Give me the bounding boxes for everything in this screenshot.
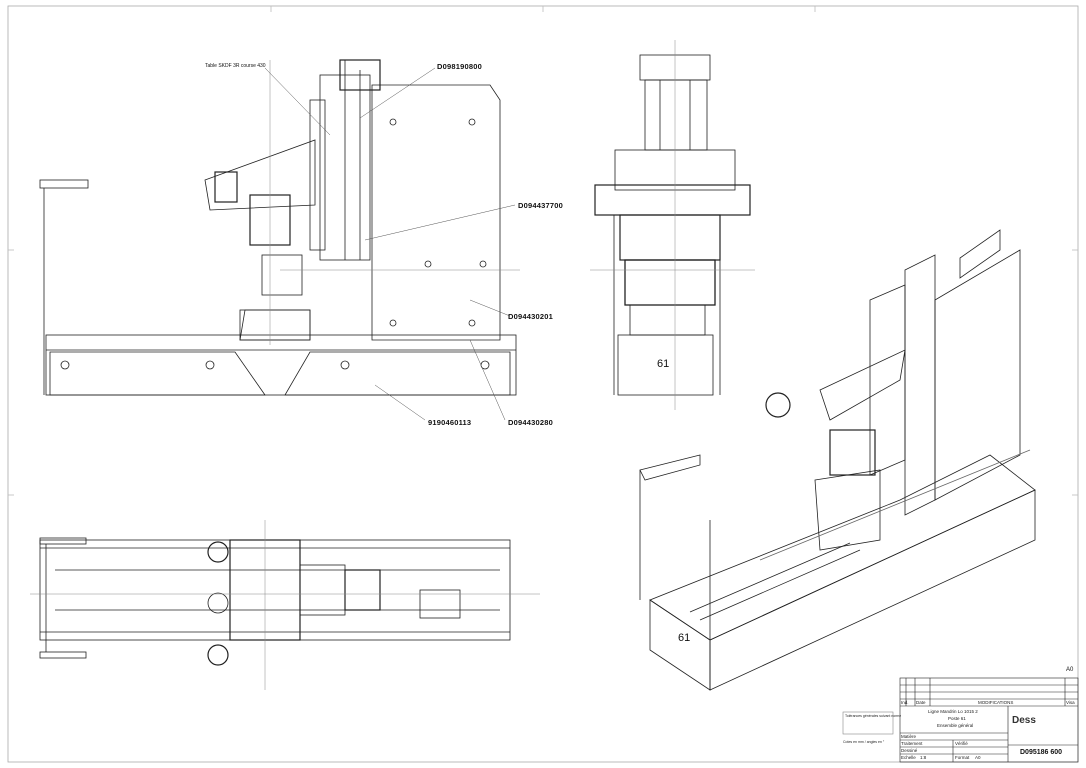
- bin-label-iso: 61: [678, 632, 691, 644]
- bin-label-front: 61: [657, 358, 670, 370]
- callout-part-4: D094430280: [508, 418, 553, 427]
- sheet-size: A0: [1066, 667, 1074, 673]
- units-note: Cotes en mm / angles en °: [843, 740, 885, 744]
- company-logo: Dess: [1012, 715, 1036, 726]
- frame-ticks: [8, 6, 1078, 496]
- tb-col-date: Date: [916, 700, 926, 705]
- top-view: [30, 520, 540, 690]
- tb-field-0: Matière: [901, 734, 917, 739]
- callout-part-3: D094430201: [508, 312, 553, 321]
- tb-col-modif: MODIFICATIONS: [978, 700, 1014, 705]
- tb-line2: Poste 61: [948, 716, 966, 721]
- sheet-border: [7, 5, 1079, 763]
- tb-line1: Ligne Mandrin Lo 1015 2: [928, 709, 978, 714]
- tb-col-visa: Visa: [1066, 700, 1075, 705]
- front-view: [39, 59, 520, 396]
- tb-field-5: 1:8: [920, 755, 927, 760]
- tb-field-2: Dessiné: [901, 748, 918, 753]
- callout-part-5: 9190460113: [428, 418, 472, 427]
- callout-part-1: D098190800: [437, 62, 482, 71]
- side-view: [590, 40, 755, 410]
- isometric-view: [639, 229, 1036, 691]
- tb-field-6: Format: [955, 755, 970, 760]
- tb-field-3: Vérifié: [955, 741, 968, 746]
- tolerance-note: Tolérances générales suivant norme: [845, 714, 902, 718]
- tb-line3: Ensemble général: [937, 723, 974, 728]
- drawing-number: D095186 600: [1020, 749, 1063, 756]
- tb-field-1: Traitement: [901, 741, 923, 746]
- tb-field-7: A0: [975, 755, 981, 760]
- callout-part-2: D094437700: [518, 201, 563, 210]
- title-block: [842, 677, 1079, 763]
- leader-lines: [264, 67, 516, 421]
- callout-table: Table SKDF 3R course 430: [205, 63, 266, 69]
- tb-field-4: Echelle: [901, 755, 916, 760]
- tb-col-ind: Ind.: [901, 700, 909, 705]
